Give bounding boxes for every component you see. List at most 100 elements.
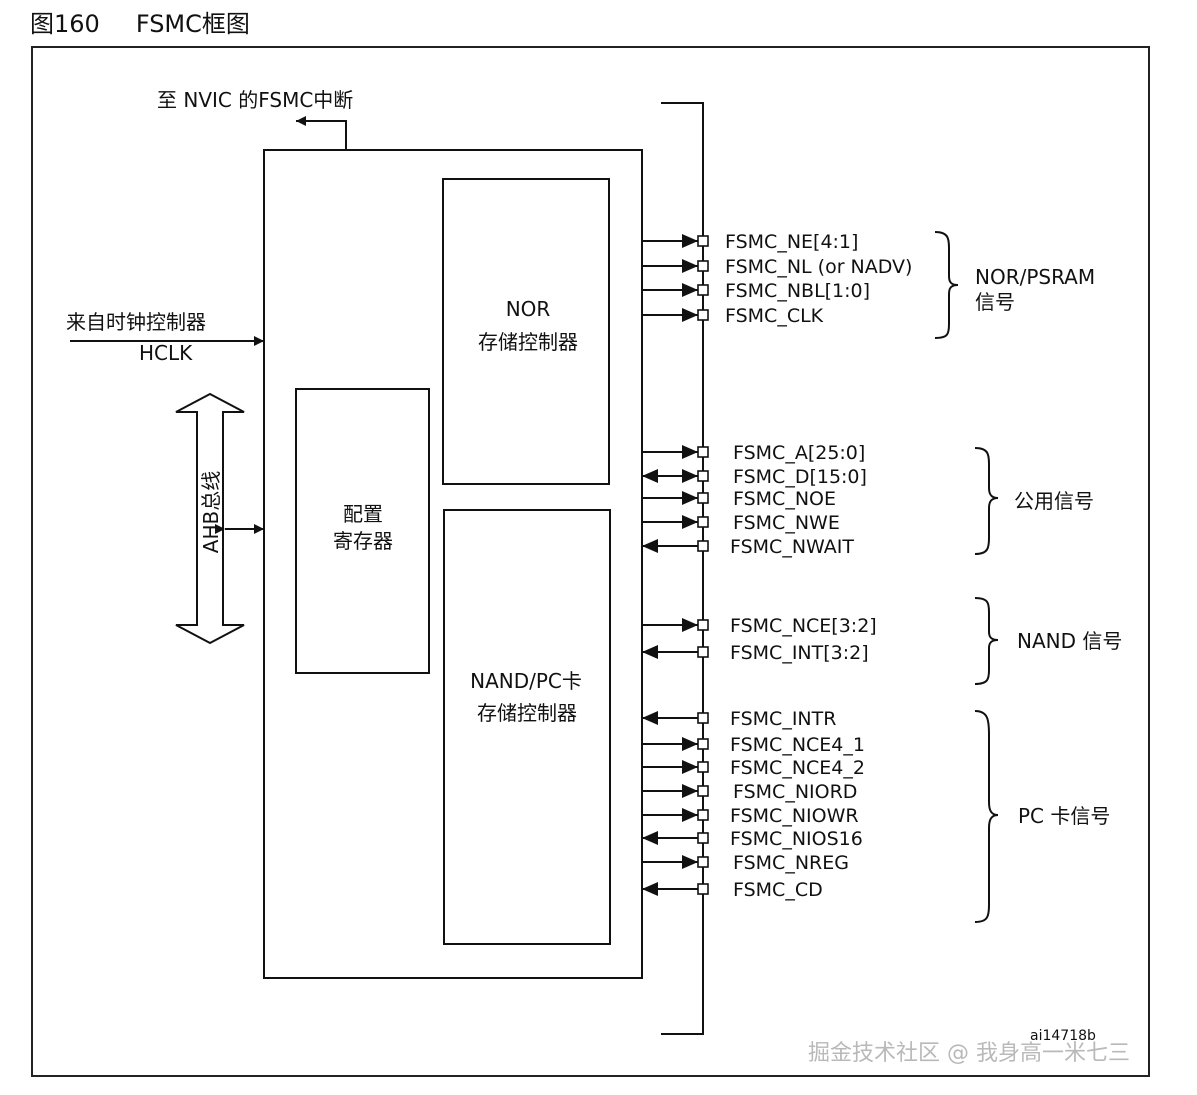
signal-row: FSMC_NCE4_1	[642, 734, 865, 756]
arrow-in-icon	[642, 882, 658, 896]
signal-row: FSMC_CLK	[642, 305, 824, 327]
watermark-text: 掘金技术社区 @ 我身高一米七三	[808, 1041, 1130, 1066]
signal-row: FSMC_INTR	[642, 708, 836, 730]
arrow-in-icon	[642, 469, 658, 483]
signal-label: FSMC_NIORD	[733, 781, 857, 803]
signal-row: FSMC_INT[3:2]	[642, 642, 869, 664]
signal-row: FSMC_NBL[1:0]	[642, 280, 870, 302]
pin-square	[697, 284, 709, 296]
signal-row: FSMC_A[25:0]	[642, 442, 865, 464]
signal-row: FSMC_D[15:0]	[642, 466, 867, 488]
arrow-in-icon	[642, 711, 658, 725]
signal-label: FSMC_NCE4_2	[730, 757, 865, 779]
config-register-label-1: 配置	[343, 502, 383, 526]
arrow-out-icon	[682, 784, 698, 798]
signal-row: FSMC_NWE	[642, 512, 840, 534]
signal-label: FSMC_CLK	[725, 305, 824, 327]
pin-square	[697, 883, 709, 895]
brace-common	[974, 447, 999, 555]
signal-label: FSMC_NL (or NADV)	[725, 256, 912, 278]
signal-label: FSMC_INTR	[730, 708, 836, 730]
signal-row: FSMC_CD	[642, 879, 823, 901]
arrow-out-icon	[682, 445, 698, 459]
signal-row: FSMC_NWAIT	[642, 536, 854, 558]
arrow-out-icon	[682, 855, 698, 869]
arrow-out-icon	[682, 737, 698, 751]
pin-square	[697, 540, 709, 552]
pin-square	[697, 809, 709, 821]
signal-row: FSMC_NCE[3:2]	[642, 615, 877, 637]
signal-label: FSMC_A[25:0]	[733, 442, 865, 464]
ahb-bus-arrow	[175, 392, 245, 645]
signal-row: FSMC_NE[4:1]	[642, 231, 858, 253]
group-label-nand: NAND 信号	[1017, 629, 1122, 653]
signal-label: FSMC_INT[3:2]	[730, 642, 869, 664]
pin-square	[697, 832, 709, 844]
signal-label: FSMC_NWAIT	[730, 536, 854, 558]
signal-label: FSMC_NWE	[733, 512, 840, 534]
pin-square	[697, 470, 709, 482]
pin-square	[697, 492, 709, 504]
brace-nand	[974, 597, 999, 685]
arrow-out-icon	[682, 618, 698, 632]
signal-list: FSMC_NE[4:1] FSMC_NL (or NADV)FSMC_NBL[1:…	[642, 231, 912, 901]
arrow-in-icon	[642, 539, 658, 553]
arrow-out-icon	[682, 283, 698, 297]
outer-frame	[31, 46, 1150, 1077]
nand-controller-label-1: NAND/PC卡	[470, 669, 582, 693]
signal-label: FSMC_NE[4:1]	[725, 231, 858, 253]
reference-code: ai14718b	[1030, 1028, 1096, 1044]
pin-square	[697, 619, 709, 631]
nor-controller-label-2: 存储控制器	[478, 330, 578, 354]
nvic-interrupt-arrow	[296, 116, 347, 150]
signal-label: FSMC_D[15:0]	[733, 466, 867, 488]
fsmc-block	[263, 149, 643, 979]
group-label-common: 公用信号	[1014, 489, 1094, 513]
arrow-out-icon	[682, 469, 698, 483]
nor-controller-label-1: NOR	[506, 297, 551, 321]
signal-bus-bar	[661, 102, 704, 1035]
signal-label: FSMC_NCE4_1	[730, 734, 865, 756]
ahb-bus-label: AHB总线	[199, 471, 223, 553]
signal-label: FSMC_NIOWR	[730, 805, 859, 827]
arrow-out-icon	[682, 760, 698, 774]
signal-label: FSMC_CD	[733, 879, 823, 901]
arrow-in-icon	[642, 831, 658, 845]
group-label-pc-card: PC 卡信号	[1018, 804, 1110, 828]
hclk-label: HCLK	[139, 341, 193, 365]
brace-pc-card	[974, 710, 999, 923]
pin-square	[697, 260, 709, 272]
figure-title: 图160 FSMC框图	[30, 4, 250, 39]
pin-square	[697, 856, 709, 868]
signal-row: FSMC_NIORD	[642, 781, 857, 803]
signal-row: FSMC_NOE	[642, 488, 836, 510]
pin-square	[697, 446, 709, 458]
arrow-out-icon	[682, 515, 698, 529]
signal-row: FSMC_NCE4_2	[642, 757, 865, 779]
arrow-out-icon	[682, 308, 698, 322]
pin-square	[697, 516, 709, 528]
signal-label: FSMC_NREG	[733, 852, 849, 874]
pin-square	[697, 761, 709, 773]
pin-square	[697, 738, 709, 750]
arrow-in-icon	[642, 645, 658, 659]
signal-label: FSMC_NCE[3:2]	[730, 615, 877, 637]
signal-label: FSMC_NIOS16	[730, 828, 863, 850]
nand-controller-box	[443, 509, 611, 945]
group-label-nor-psram-1: NOR/PSRAM	[975, 265, 1095, 289]
figure-number: 图160	[30, 10, 100, 38]
arrow-out-icon	[682, 259, 698, 273]
pin-square	[697, 785, 709, 797]
signal-row: FSMC_NL (or NADV)	[642, 256, 912, 278]
arrow-out-icon	[682, 808, 698, 822]
pin-square	[697, 646, 709, 658]
nor-controller-box	[442, 178, 610, 485]
clock-source-label: 来自时钟控制器	[66, 310, 206, 334]
signal-row: FSMC_NIOWR	[642, 805, 859, 827]
figure-title-text: FSMC框图	[135, 10, 250, 38]
signal-label: FSMC_NOE	[733, 488, 836, 510]
arrow-out-icon	[682, 234, 698, 248]
config-register-box	[295, 388, 430, 674]
signal-label: FSMC_NBL[1:0]	[725, 280, 870, 302]
